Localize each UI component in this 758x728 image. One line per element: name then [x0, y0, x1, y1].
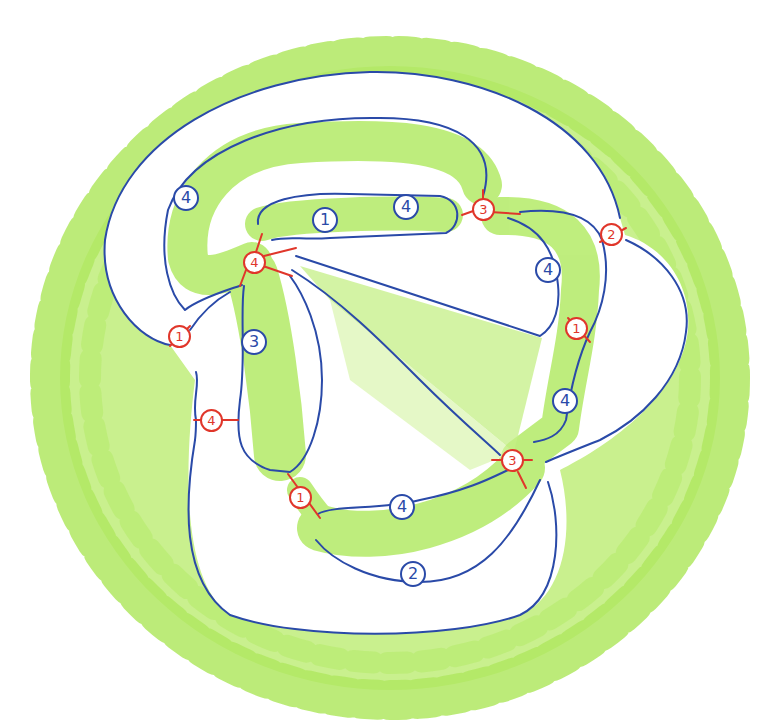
- circle-number: 1: [320, 212, 330, 228]
- red-circle-label: 1: [565, 317, 588, 340]
- circle-number: 3: [479, 203, 487, 216]
- blue-circle-label: 4: [535, 257, 561, 283]
- circle-number: 3: [249, 334, 259, 350]
- red-circle-label: 1: [289, 486, 312, 509]
- red-circle-label: 4: [243, 251, 266, 274]
- circle-number: 4: [560, 393, 570, 409]
- circle-number: 4: [397, 499, 407, 515]
- blue-circle-label: 3: [241, 329, 267, 355]
- circle-number: 1: [296, 491, 304, 504]
- blue-circle-label: 4: [173, 185, 199, 211]
- red-circle-label: 3: [501, 449, 524, 472]
- blue-circle-label: 1: [312, 207, 338, 233]
- circle-number: 2: [408, 566, 418, 582]
- red-circle-label: 2: [600, 223, 623, 246]
- blue-circle-label: 4: [389, 494, 415, 520]
- circle-number: 2: [607, 228, 615, 241]
- blue-circle-label: 4: [552, 388, 578, 414]
- red-circle-label: 3: [472, 198, 495, 221]
- circle-number: 4: [543, 262, 553, 278]
- red-circle-label: 1: [168, 325, 191, 348]
- red-circle-label: 4: [200, 409, 223, 432]
- circle-number: 4: [401, 199, 411, 215]
- circle-number: 4: [181, 190, 191, 206]
- circle-number: 1: [175, 330, 183, 343]
- circle-number: 4: [250, 256, 258, 269]
- blue-circle-label: 4: [393, 194, 419, 220]
- circle-number: 1: [572, 322, 580, 335]
- circle-number: 3: [508, 454, 516, 467]
- blue-circle-label: 2: [400, 561, 426, 587]
- circle-number: 4: [207, 414, 215, 427]
